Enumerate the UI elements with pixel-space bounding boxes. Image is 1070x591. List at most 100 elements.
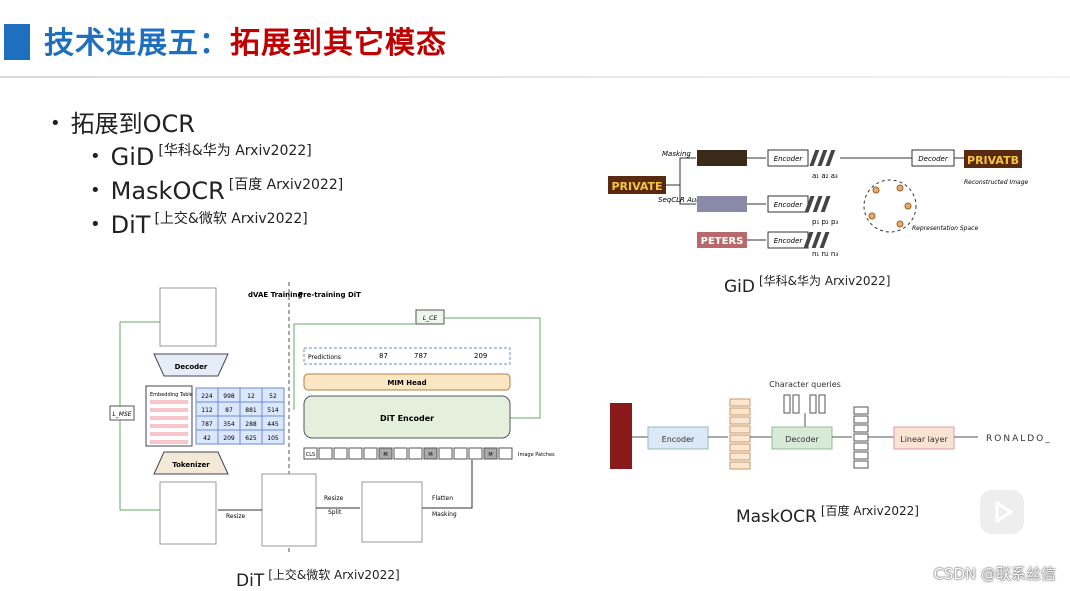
dit-grid-value: 112 — [201, 407, 213, 414]
gid-caption-name: GiD — [724, 277, 755, 297]
dit-encoder-block: DiT Encoder — [303, 395, 511, 439]
dit-arrow — [422, 460, 473, 509]
gid-arrow — [666, 184, 696, 205]
svg-text:Linear layer: Linear layer — [900, 435, 948, 444]
dit-grid-value: 224 — [201, 393, 213, 400]
dit-patch — [408, 447, 423, 460]
dit-patch — [303, 447, 318, 460]
title-accent-bar — [4, 24, 30, 60]
dit-grid-value: 209 — [223, 435, 235, 442]
dit-loss-arrow — [293, 323, 416, 410]
maskocr-encoder-box: Encoder — [647, 426, 709, 450]
play-icon — [995, 501, 1013, 523]
dit-prediction-value: 209 — [474, 352, 487, 360]
dit-tokenizer-trapezoid: Tokenizer — [153, 451, 229, 475]
header-divider — [0, 76, 1070, 78]
dit-patch — [378, 447, 393, 460]
gid-arrow — [666, 157, 696, 186]
dit-dvae-title: dVAE Training — [248, 291, 303, 299]
bullet-item-name: MaskOCR — [110, 177, 225, 205]
gid-encoder-box: Encoder — [767, 149, 809, 167]
dit-figure: dVAE Training Pre-training DiT Decoder E… — [109, 282, 555, 552]
svg-text:Decoder: Decoder — [785, 435, 819, 444]
gid-caption: GiD[华科&华为 Arxiv2022] — [724, 272, 890, 297]
dit-resize-split-label: Resize — [324, 495, 344, 502]
dit-document-image — [261, 473, 317, 547]
dit-document-image — [159, 481, 217, 545]
dit-patch — [423, 447, 438, 460]
dit-grid-value: 787 — [201, 421, 213, 428]
dit-grid-value: 105 — [267, 435, 279, 442]
dit-patch — [468, 447, 483, 460]
dit-split-label: Split — [328, 509, 342, 516]
svg-text:Decoder: Decoder — [175, 363, 208, 371]
bullet-dot-icon: • — [90, 146, 101, 167]
dit-lmse-box: L_MSE — [109, 405, 135, 421]
video-play-button[interactable] — [980, 490, 1024, 534]
svg-text:Tokenizer: Tokenizer — [172, 461, 210, 469]
svg-text:DiT Encoder: DiT Encoder — [380, 414, 434, 423]
bullet-item-dit: •DiT[上交&微软 Arxiv2022] — [90, 208, 308, 239]
gid-rep-space-label: Representation Space — [912, 225, 978, 232]
gid-encoder-box: Encoder — [767, 195, 809, 213]
dit-grid-value: 354 — [223, 421, 235, 428]
bullet-item-maskocr: • MaskOCR[百度 Arxiv2022] — [90, 174, 343, 205]
bullet-dot-icon: • — [50, 113, 61, 134]
dit-predictions-row: Predictions — [303, 347, 511, 365]
dit-prediction-value: 87 — [379, 352, 388, 360]
dit-document-image — [159, 287, 217, 347]
dit-lce-box: L_CE — [415, 309, 445, 325]
dit-resize-label: Resize — [226, 513, 246, 520]
slide-title: 技术进展五：拓展到其它模态 — [44, 18, 447, 62]
dit-grid-value: 445 — [267, 421, 279, 428]
dit-grid-value: 625 — [245, 435, 257, 442]
gid-representation-space — [863, 179, 917, 233]
maskocr-linear-box: Linear layer — [893, 426, 955, 450]
dit-caption-name: DiT — [236, 571, 265, 591]
svg-text:Encoder: Encoder — [662, 435, 695, 444]
dit-loss-arrow — [119, 322, 160, 511]
maskocr-output-text: RONALDO_ — [986, 434, 1052, 444]
gid-output-image — [964, 150, 1022, 168]
svg-text:L_MSE: L_MSE — [112, 411, 131, 418]
dit-patch — [333, 447, 348, 460]
dit-flatten-label: Flatten — [432, 495, 453, 502]
bullet-item-gid: •GiD[华科&华为 Arxiv2022] — [90, 140, 312, 171]
dit-patch — [318, 447, 333, 460]
gid-embedding-points — [868, 184, 912, 228]
dit-patch — [363, 447, 378, 460]
maskocr-decoder-box: Decoder — [771, 426, 833, 450]
dit-grid-cell — [261, 429, 285, 445]
gid-encoder-box: Encoder — [767, 231, 809, 249]
dit-mask-token: M — [383, 452, 387, 458]
dit-grid-value: 42 — [203, 435, 211, 442]
maskocr-query-tokens — [783, 394, 826, 414]
maskocr-figure: Encoder Character queries Decoder Linear… — [610, 380, 1052, 470]
gid-neg-image — [697, 232, 747, 248]
bullet-item-ref: [华科&华为 Arxiv2022] — [158, 143, 312, 159]
gid-output-word: PRIVATB — [967, 154, 1019, 167]
dit-mask-token: M — [488, 452, 492, 458]
svg-text:MIM Head: MIM Head — [387, 379, 426, 387]
slide-title-main: 拓展到其它模态 — [230, 26, 447, 61]
dit-grid-value: 52 — [269, 393, 277, 400]
dit-image-patches-label: Image Patches — [518, 452, 555, 458]
bullet-item-name: DiT — [110, 211, 151, 239]
dit-patch — [483, 447, 498, 460]
dit-grid-value: 87 — [225, 407, 233, 414]
bullet-level1-text: 拓展到OCR — [70, 110, 195, 138]
maskocr-input-image — [610, 403, 632, 469]
dit-grid-value: 998 — [223, 393, 235, 400]
dit-cls-token: CLS — [306, 452, 315, 458]
dit-mim-head: MIM Head — [303, 373, 511, 391]
gid-tokens-a: a₁ a₂ a₃ — [812, 172, 838, 180]
bullet-dot-icon: • — [90, 180, 101, 201]
dit-caption-ref: [上交&微软 Arxiv2022] — [268, 568, 400, 582]
slide-title-prefix: 技术进展五： — [44, 26, 230, 61]
dit-patch — [438, 447, 453, 460]
bullet-item-ref: [百度 Arxiv2022] — [228, 177, 344, 193]
maskocr-caption: MaskOCR[百度 Arxiv2022] — [736, 502, 919, 527]
maskocr-encoder-tokens — [729, 398, 751, 470]
